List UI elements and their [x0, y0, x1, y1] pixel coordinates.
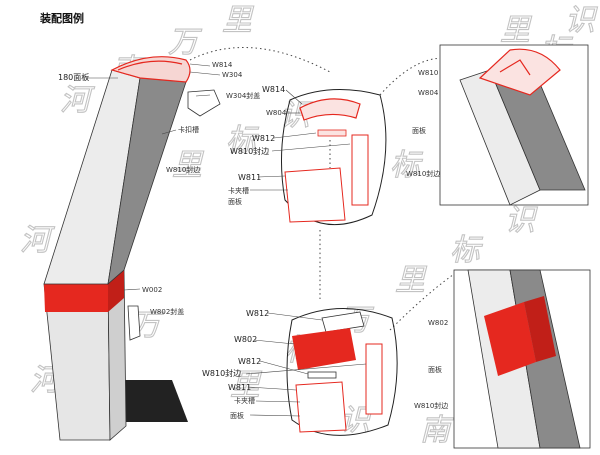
watermark-char: 里 — [222, 3, 254, 38]
watermark-char: 南 — [420, 413, 454, 448]
watermark-char: 里 — [172, 148, 204, 183]
connector-arc — [379, 57, 456, 96]
bottom-right-detail — [453, 269, 591, 449]
label-card-slot: 卡扣槽 — [178, 125, 199, 134]
label-face-panel-b: 面板 — [230, 411, 244, 420]
watermark-char: 标 — [390, 148, 423, 183]
label-w802-seal: W802封盖 — [150, 307, 184, 316]
watermark-char: 标 — [450, 233, 483, 268]
page-title: 装配图例 — [39, 11, 84, 25]
label-w810-edge-a: W810封边 — [230, 146, 269, 156]
top-detail-view — [280, 89, 387, 226]
label-w804: W804 — [266, 109, 287, 117]
label-w002: W002 — [142, 286, 162, 294]
label-w304-seal: W304封盖 — [226, 91, 260, 100]
watermark-char: 识 — [565, 3, 598, 38]
connector-arc — [189, 47, 331, 73]
bottom-detail-view — [286, 307, 398, 436]
label-w802-right: W802 — [428, 319, 448, 327]
watermark-char: 里 — [395, 263, 427, 298]
top-detail-w810 — [351, 134, 369, 206]
label-face-panel-a: 面板 — [228, 197, 242, 206]
watermark-char: 标 — [226, 123, 259, 158]
label-w810-edge-b: W810封边 — [202, 368, 241, 378]
label-w810-edge-sealcap: W810封边 — [166, 165, 200, 174]
label-w810-top-right: W810 — [418, 69, 438, 77]
stand-red-band — [44, 284, 108, 312]
label-face-panel-right: 面板 — [412, 126, 426, 135]
watermark-char: 识 — [505, 203, 538, 238]
w802-seal-part — [127, 305, 141, 341]
label-face-panel-right2: 面板 — [428, 365, 442, 374]
watermark-char: 河 — [20, 223, 55, 258]
label-w802: W802 — [234, 335, 257, 344]
bottom-detail-w810 — [365, 343, 383, 415]
display-stand — [43, 56, 191, 441]
label-w811-b: W811 — [228, 383, 251, 392]
label-w304-a: W304 — [222, 71, 243, 79]
label-panel-180: 180面板 — [58, 72, 89, 82]
stand-top-cap — [110, 56, 191, 83]
top-right-detail — [439, 44, 589, 206]
label-w804-right: W804 — [418, 89, 439, 97]
label-w814-a: W814 — [212, 61, 233, 69]
watermark-char: 里 — [500, 13, 532, 48]
top-detail-w812 — [317, 129, 347, 137]
top-detail-w811 — [284, 167, 346, 223]
bottom-detail-w811 — [295, 381, 347, 433]
top-detail-cap — [299, 98, 361, 121]
label-w811-a: W811 — [238, 173, 261, 182]
label-w810-edge-right2: W810封边 — [414, 401, 448, 410]
label-w812-a: W812 — [252, 134, 275, 143]
label-w812-c: W812 — [238, 357, 261, 366]
label-clip-slot-a: 卡夹槽 — [228, 186, 249, 195]
watermark-char: 万 — [168, 25, 202, 60]
label-clip-slot-b: 卡夹槽 — [234, 396, 255, 405]
bottom-detail-w812 — [321, 311, 365, 333]
watermark-char: 里 — [230, 368, 262, 403]
watermark-char: 河 — [60, 83, 95, 118]
w304-seal-part — [187, 89, 221, 117]
label-w814-b: W814 — [262, 85, 285, 94]
label-w810-edge-right: W810封边 — [406, 169, 440, 178]
label-w812-b: W812 — [246, 309, 269, 318]
bottom-detail-w802 — [292, 328, 356, 370]
